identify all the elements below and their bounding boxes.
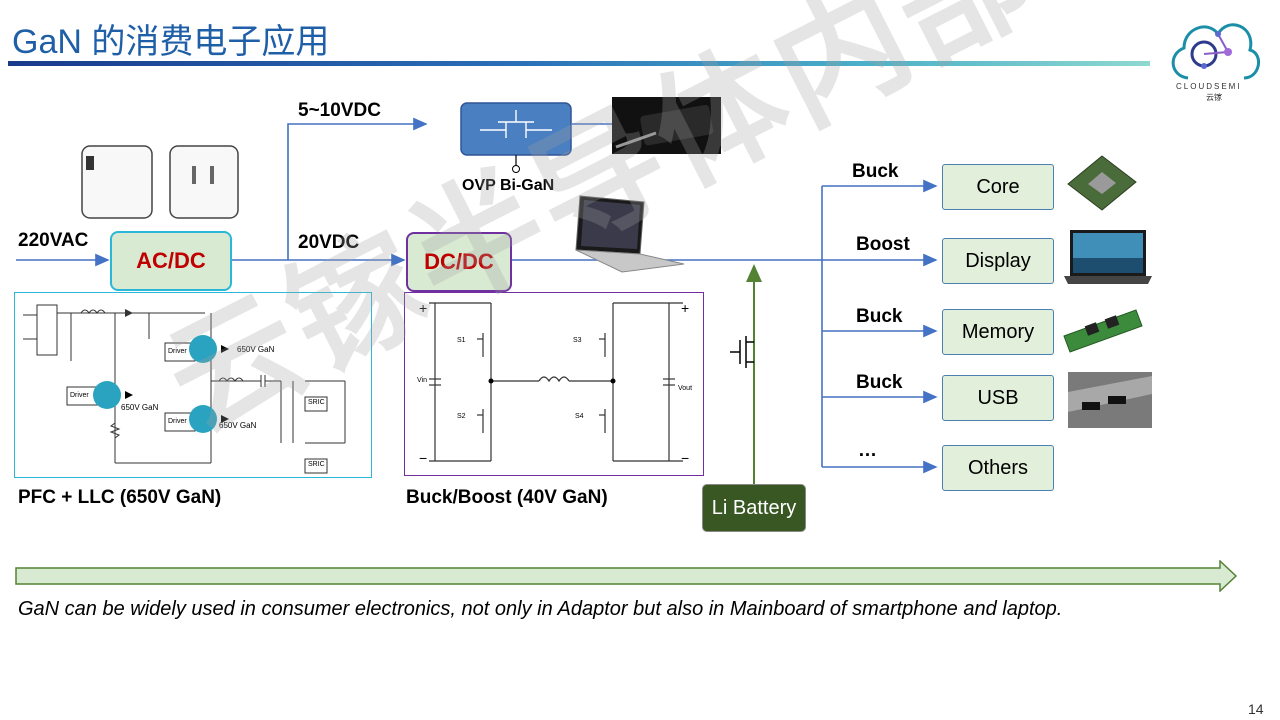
low-voltage-label: 5~10VDC [298, 100, 381, 121]
svg-text:−: − [681, 450, 689, 466]
memory-module-image [1063, 309, 1143, 353]
acdc-block: AC/DC [110, 231, 232, 291]
output-core: Core [942, 164, 1054, 210]
slide-caption: GaN can be widely used in consumer elect… [18, 598, 1063, 620]
vout-label: Vout [678, 385, 693, 392]
logo-text: CLOUDSEMI [1176, 82, 1242, 91]
pfc-llc-circuit: Driver Driver Driver 650V GaN 650V GaN 6… [14, 292, 372, 478]
ovp-label: OVP Bi-GaN [462, 177, 555, 194]
buck-boost-caption: Buck/Boost (40V GaN) [406, 487, 608, 508]
sric-label-1: SRIC [308, 399, 325, 406]
conv-label-others: … [858, 440, 877, 461]
conv-label-usb: Buck [856, 372, 903, 393]
display-image [1064, 230, 1152, 284]
switch-s1: S1 [457, 337, 466, 344]
conv-label-display: Boost [856, 234, 910, 255]
logo-subtext: 云镓 [1206, 93, 1222, 102]
output-others: Others [942, 445, 1054, 491]
usb-port-image [1068, 372, 1152, 428]
page-title: GaN 的消费电子应用 [12, 23, 330, 61]
driver-label-3: Driver [168, 418, 187, 425]
driver-label-1: Driver [70, 392, 89, 399]
ovp-bigan-switch [460, 102, 572, 173]
vin-label: Vin [417, 377, 427, 384]
switch-s3: S3 [573, 337, 582, 344]
conv-label-core: Buck [852, 161, 899, 182]
title-underline [8, 61, 1150, 66]
gan-label-1: 650V GaN [237, 345, 275, 354]
adaptor-image [81, 145, 239, 219]
svg-text:+: + [681, 300, 689, 316]
output-usb: USB [942, 375, 1054, 421]
cloudsemi-logo: CLOUDSEMI 云镓 [1166, 10, 1262, 102]
input-voltage-label: 220VAC [18, 230, 89, 251]
conv-label-memory: Buck [856, 306, 903, 327]
dcdc-block: DC/DC [406, 232, 512, 292]
switch-s4: S4 [575, 413, 584, 420]
laptop-image [575, 195, 685, 273]
output-memory: Memory [942, 309, 1054, 355]
svg-text:+: + [419, 300, 427, 316]
gan-label-3: 650V GaN [219, 421, 257, 430]
pfc-llc-caption: PFC + LLC (650V GaN) [18, 487, 222, 508]
gan-label-2: 650V GaN [121, 403, 159, 412]
switch-s2: S2 [457, 413, 466, 420]
buck-boost-circuit: + − + − Vin Vout S1 S2 S3 S4 [404, 292, 704, 476]
progress-arrow [15, 560, 1238, 592]
svg-text:−: − [419, 450, 427, 466]
driver-label-2: Driver [168, 348, 187, 355]
high-voltage-label: 20VDC [298, 232, 360, 253]
page-number: 14 [1248, 701, 1264, 717]
sric-label-2: SRIC [308, 461, 325, 468]
output-display: Display [942, 238, 1054, 284]
cpu-chip-image [1067, 155, 1137, 211]
li-battery-block: Li Battery [702, 484, 806, 532]
phone-charging-image [612, 97, 721, 154]
